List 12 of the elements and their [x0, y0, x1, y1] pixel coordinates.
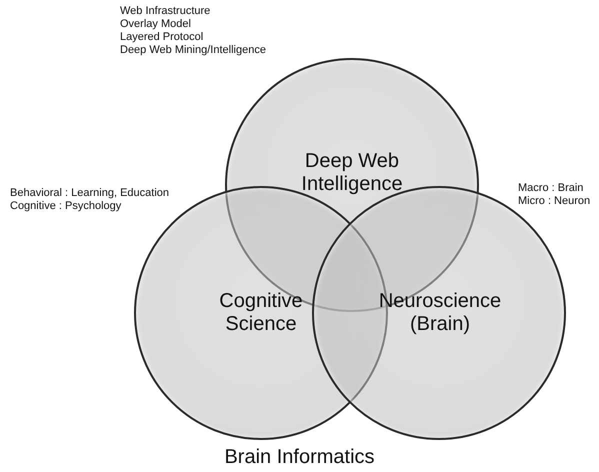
note-text: Cognitive : Psychology: [10, 200, 122, 213]
note-text: Overlay Model: [120, 18, 192, 31]
note-text: Micro : Neuron: [518, 195, 590, 208]
circle-label: Deep Web Intelligence: [300, 150, 404, 196]
note-text: Macro : Brain: [518, 182, 584, 195]
circle-label: Cognitive Science: [218, 290, 304, 336]
note-text: Behavioral : Learning, Education: [10, 187, 169, 200]
circle-label: Neuroscience (Brain): [378, 290, 502, 336]
caption: Brain Informatics: [223, 446, 376, 469]
note-text: Deep Web Mining/Intelligence: [120, 44, 266, 57]
note-text: Web Infrastructure: [120, 5, 212, 18]
note-text: Layered Protocol: [120, 31, 204, 44]
